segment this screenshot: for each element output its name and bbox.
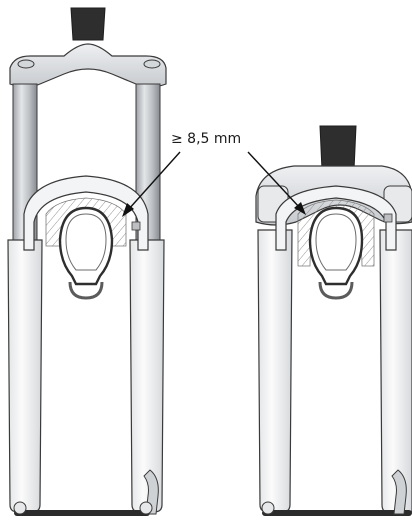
left-crown bbox=[9, 43, 167, 88]
left-arrow-head bbox=[122, 203, 134, 217]
right-lower-leg bbox=[129, 239, 165, 513]
right-arch bbox=[275, 185, 397, 251]
right-left-lower-leg bbox=[257, 229, 293, 513]
right-tire-inner bbox=[315, 213, 357, 271]
right-tire-profile bbox=[308, 206, 364, 286]
right-pointer-arrow bbox=[247, 151, 301, 209]
right-arch-detail bbox=[383, 213, 393, 223]
left-thru-axle bbox=[14, 510, 150, 516]
right-tire-bead bbox=[318, 281, 354, 300]
right-thru-axle bbox=[262, 510, 412, 516]
right-axle-lever bbox=[391, 469, 407, 515]
right-fork-dropout bbox=[261, 501, 275, 515]
clearance-label: ≥ 8,5 mm bbox=[171, 131, 241, 147]
clearance-annotation: ≥ 8,5 mm bbox=[122, 131, 306, 217]
left-tire-profile bbox=[58, 206, 114, 286]
right-steerer-tube bbox=[319, 125, 357, 171]
right-fork bbox=[255, 125, 412, 516]
left-steerer-tube bbox=[70, 7, 106, 41]
left-arch bbox=[23, 175, 149, 251]
left-crown-bolt bbox=[143, 59, 161, 69]
left-lower-leg bbox=[7, 239, 43, 513]
left-fork bbox=[7, 7, 167, 516]
right-arrow-head bbox=[294, 202, 306, 215]
left-arch-detail bbox=[131, 221, 141, 231]
left-crown-bolt bbox=[17, 59, 35, 69]
left-tire-bead bbox=[68, 281, 104, 300]
left-pointer-arrow bbox=[127, 151, 181, 211]
right-dropout bbox=[139, 501, 153, 515]
left-dropout bbox=[13, 501, 27, 515]
right-right-lower-leg bbox=[379, 229, 412, 513]
left-tire-inner bbox=[65, 213, 107, 271]
